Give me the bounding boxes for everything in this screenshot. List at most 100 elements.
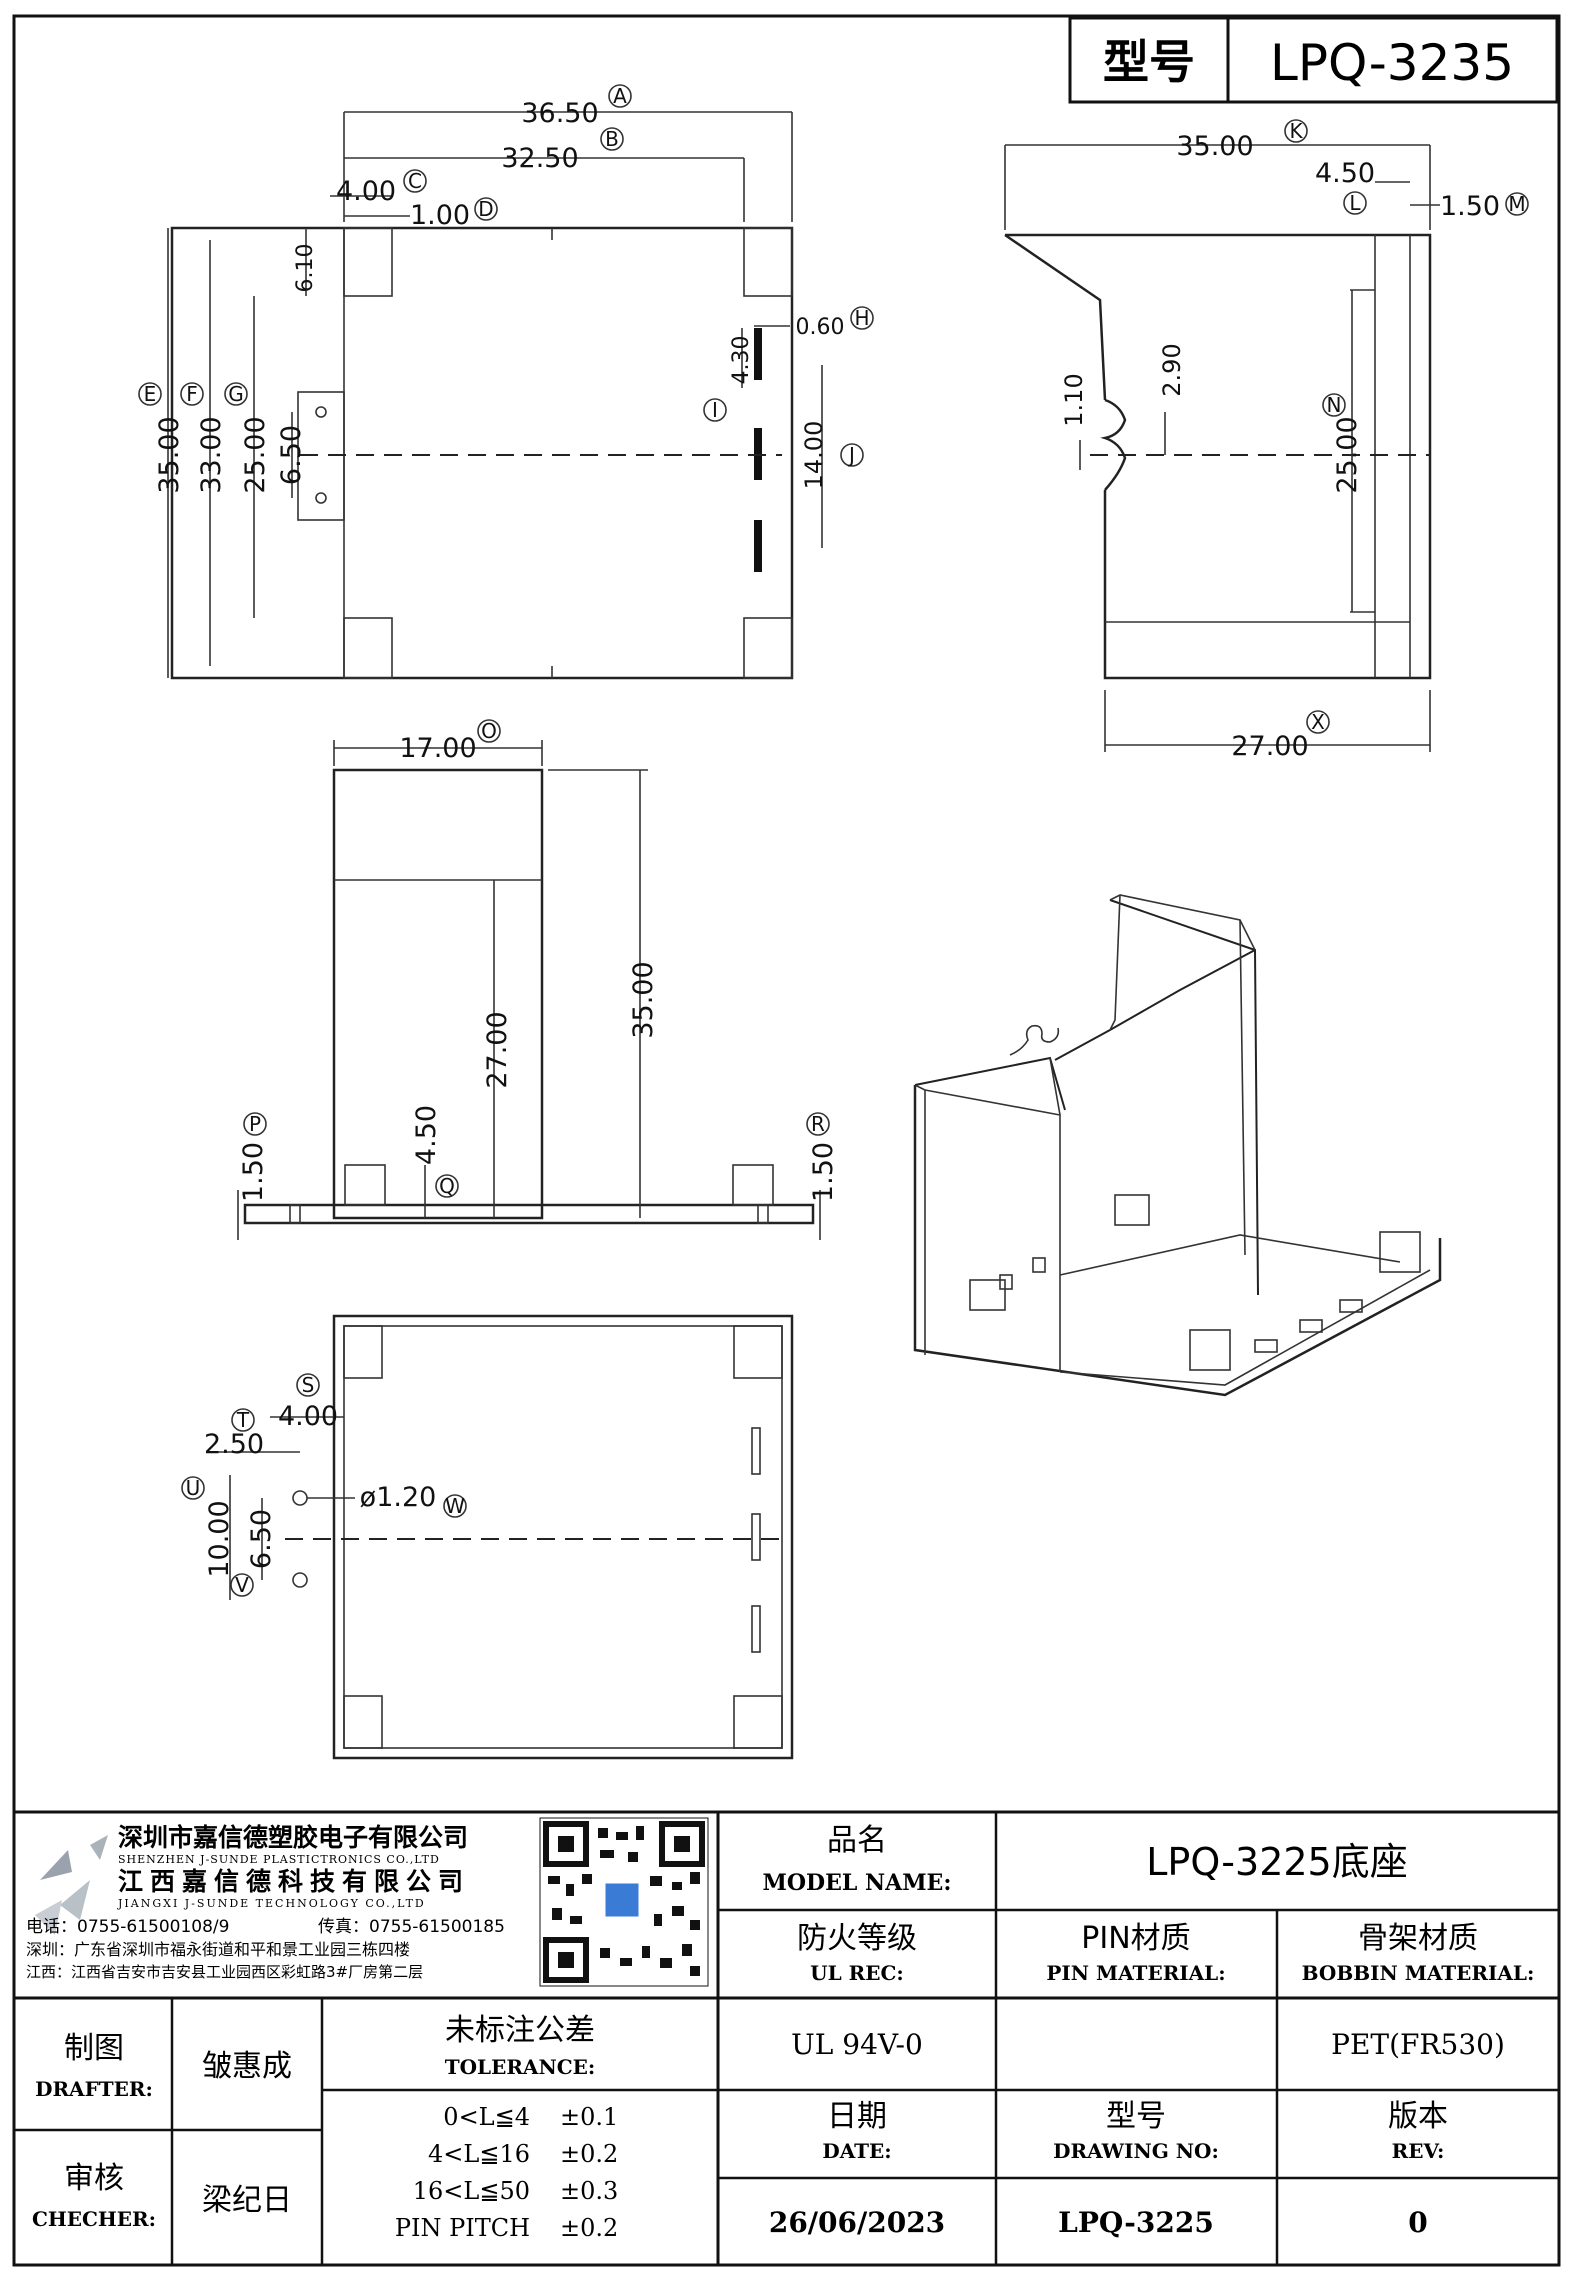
tag-b: B — [605, 127, 619, 151]
isometric-view — [913, 894, 1442, 1397]
tag-h: H — [854, 306, 869, 330]
model-name-cn: 品名 — [827, 1823, 887, 1858]
company-phone: 电话：0755-61500108/9 — [26, 1917, 229, 1937]
tag-j: J — [847, 443, 855, 467]
dim-h-small: 6.50 — [276, 425, 307, 485]
date-en: DATE: — [822, 2139, 891, 2163]
date-value: 26/06/2023 — [769, 2206, 945, 2239]
dim-x: 27.00 — [1231, 731, 1308, 762]
tag-p: P — [249, 1112, 261, 1136]
pin-material-cn: PIN材质 — [1081, 1921, 1190, 1956]
tag-q: Q — [439, 1174, 455, 1198]
company-fax: 传真：0755-61500185 — [318, 1917, 505, 1937]
company-name-1-en: SHENZHEN J-SUNDE PLASTICTRONICS CO.,LTD — [118, 1853, 440, 1866]
checker-en: CHECHER: — [32, 2207, 156, 2231]
company-name-1: 深圳市嘉信德塑胶电子有限公司 — [118, 1823, 468, 1852]
tolerance-range-4: PIN PITCH — [395, 2214, 530, 2242]
dim-s: 4.00 — [278, 1401, 338, 1432]
pin-material-en: PIN MATERIAL: — [1046, 1961, 1225, 1985]
tag-l: L — [1349, 191, 1361, 215]
drawing-no-cn: 型号 — [1106, 2099, 1166, 2134]
tolerance-value-1: ±0.1 — [560, 2103, 618, 2131]
company-name-2: 江西嘉信德科技有限公司 — [118, 1867, 470, 1896]
dim-k-side: 35.00 — [1176, 131, 1253, 162]
top-view: 36.50 A 32.50 B 4.00 C 1.00 D 35.00 E 33… — [138, 84, 874, 680]
header-model-box: 型号 LPQ-3235 — [1068, 16, 1559, 104]
dim-m: 1.50 — [1440, 191, 1500, 222]
company-address-sz: 深圳：广东省深圳市福永街道和平和景工业园三栋四楼 — [26, 1940, 410, 1959]
front-view: 17.00 O 35.00 27.00 4.50 Q 1.50 P 1.50 R — [237, 719, 839, 1240]
dim-e: 35.00 — [154, 416, 185, 493]
tag-o: O — [481, 719, 497, 743]
tag-n: N — [1327, 393, 1342, 417]
tag-r: R — [811, 1112, 825, 1136]
dim-c: 4.00 — [336, 176, 396, 207]
header-model-label: 型号 — [1103, 35, 1195, 89]
dim-a: 36.50 — [521, 98, 598, 129]
tolerance-value-4: ±0.2 — [560, 2214, 618, 2242]
tag-k: K — [1289, 119, 1303, 143]
model-name-value: LPQ-3225底座 — [1146, 1840, 1407, 1884]
dim-v: 6.50 — [246, 1509, 277, 1569]
tag-f: F — [186, 382, 198, 406]
dim-j: 14.00 — [800, 421, 828, 490]
tag-v: V — [235, 1573, 249, 1597]
drafter-en: DRAFTER: — [35, 2077, 153, 2101]
tolerance-range-1: 0<L≦4 — [443, 2103, 530, 2131]
dim-q: 4.50 — [411, 1105, 442, 1165]
title-block: 深圳市嘉信德塑胶电子有限公司 SHENZHEN J-SUNDE PLASTICT… — [14, 1810, 1559, 2265]
sheet-border — [12, 14, 1561, 2267]
date-cn: 日期 — [827, 2099, 887, 2134]
tolerance-range-3: 16<L≦50 — [413, 2177, 530, 2205]
dim-w: ø1.20 — [360, 1482, 437, 1513]
dim-g: 25.00 — [240, 416, 271, 493]
bobbin-value: PET(FR530) — [1331, 2028, 1505, 2061]
dim-o: 17.00 — [399, 733, 476, 764]
qr-code — [539, 1817, 709, 1987]
side-view: 35.00 K 4.50 L 1.50 M 25.00 N 27.00 X 1.… — [1004, 119, 1529, 762]
rev-en: REV: — [1392, 2139, 1445, 2163]
checker-name: 梁纪日 — [202, 2183, 292, 2218]
dim-f: 33.00 — [196, 416, 227, 493]
dim-l-top: 0.60 — [796, 315, 845, 340]
drafter-name: 皱惠成 — [202, 2049, 292, 2084]
dim-t-side: 1.10 — [1060, 373, 1088, 426]
dim-t: 2.50 — [204, 1429, 264, 1460]
tag-x: X — [1311, 710, 1325, 734]
company-logo — [35, 1835, 108, 1935]
dim-r: 1.50 — [808, 1142, 839, 1202]
rev-value: 0 — [1408, 2206, 1427, 2239]
bottom-view: 4.00 S T 2.50 10.00 U 6.50 V ø1.20 W — [181, 1314, 794, 1760]
tolerance-value-2: ±0.2 — [560, 2140, 618, 2168]
tag-c: C — [408, 169, 422, 193]
tag-i: I — [712, 398, 718, 422]
bobbin-material-en: BOBBIN MATERIAL: — [1302, 1961, 1535, 1985]
tag-g: G — [228, 382, 244, 406]
dim-i: 6.10 — [293, 244, 318, 293]
ul-rec-cn: 防火等级 — [797, 1921, 917, 1956]
dim-d: 1.00 — [410, 200, 470, 231]
tag-a: A — [613, 84, 627, 108]
tolerance-range-2: 4<L≦16 — [428, 2140, 530, 2168]
tag-e: E — [144, 382, 157, 406]
tolerance-value-3: ±0.3 — [560, 2177, 618, 2205]
dim-u-side: 2.90 — [1158, 343, 1186, 396]
company-name-2-en: JIANGXI J-SUNDE TECHNOLOGY CO.,LTD — [117, 1897, 426, 1910]
tag-d: D — [478, 197, 493, 221]
tolerance-cn: 未标注公差 — [445, 2013, 595, 2048]
dim-h35: 35.00 — [628, 961, 659, 1038]
dim-b: 32.50 — [501, 143, 578, 174]
dim-p: 1.50 — [238, 1142, 269, 1202]
checker-cn: 审核 — [64, 2161, 124, 2196]
rev-cn: 版本 — [1388, 2099, 1448, 2134]
dim-u: 10.00 — [204, 1500, 235, 1577]
tolerance-en: TOLERANCE: — [445, 2055, 596, 2079]
tag-m: M — [1508, 192, 1525, 216]
company-address-jx: 江西：江西省吉安市吉安县工业园西区彩虹路3#厂房第二层 — [26, 1963, 423, 1981]
tag-w: W — [445, 1494, 465, 1518]
ul-value: UL 94V-0 — [791, 2028, 923, 2061]
bobbin-material-cn: 骨架材质 — [1358, 1921, 1478, 1956]
dim-l-side: 4.50 — [1315, 158, 1375, 189]
tag-t: T — [236, 1408, 250, 1432]
